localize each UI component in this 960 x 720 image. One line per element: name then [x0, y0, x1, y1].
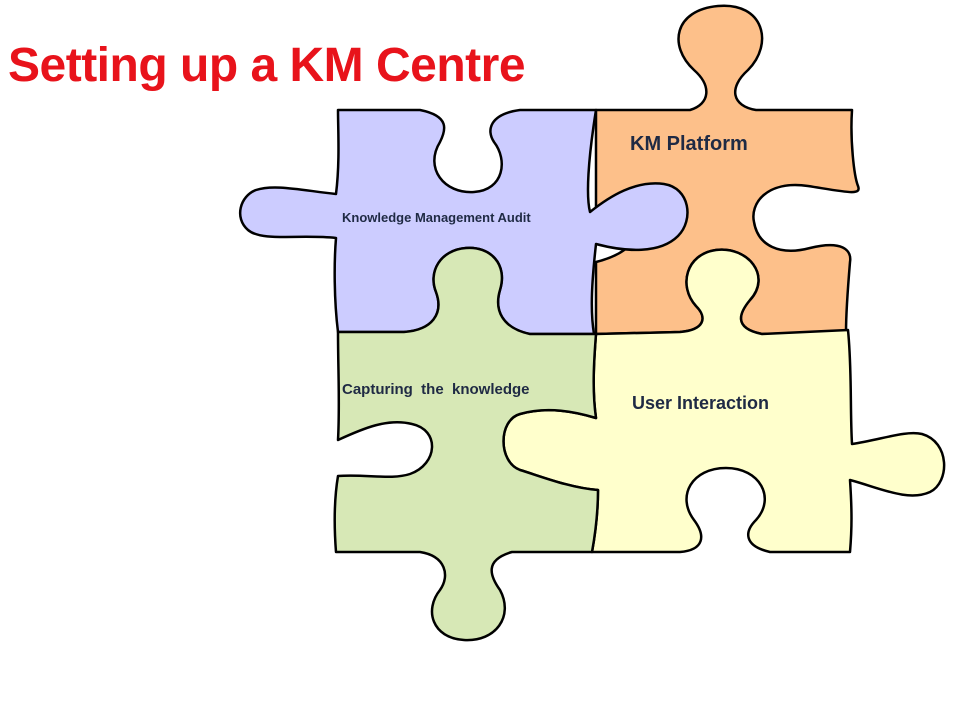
km-platform-label: KM Platform — [630, 133, 748, 155]
user-interaction-label: User Interaction — [632, 393, 769, 413]
puzzle-piece-km-platform: KM Platform — [594, 4, 860, 336]
capturing-knowledge-label: Capturing the knowledge — [342, 381, 530, 398]
puzzle-piece-capturing-knowledge-shape — [333, 246, 600, 642]
slide-title: Setting up a KM Centre — [8, 39, 526, 92]
km-audit-label: Knowledge Management Audit — [342, 210, 531, 225]
puzzle-piece-km-audit-shape — [238, 108, 689, 336]
puzzle-piece-capturing-knowledge: Capturing the knowledge — [333, 246, 600, 642]
puzzle-piece-km-audit: Knowledge Management Audit — [238, 108, 689, 336]
